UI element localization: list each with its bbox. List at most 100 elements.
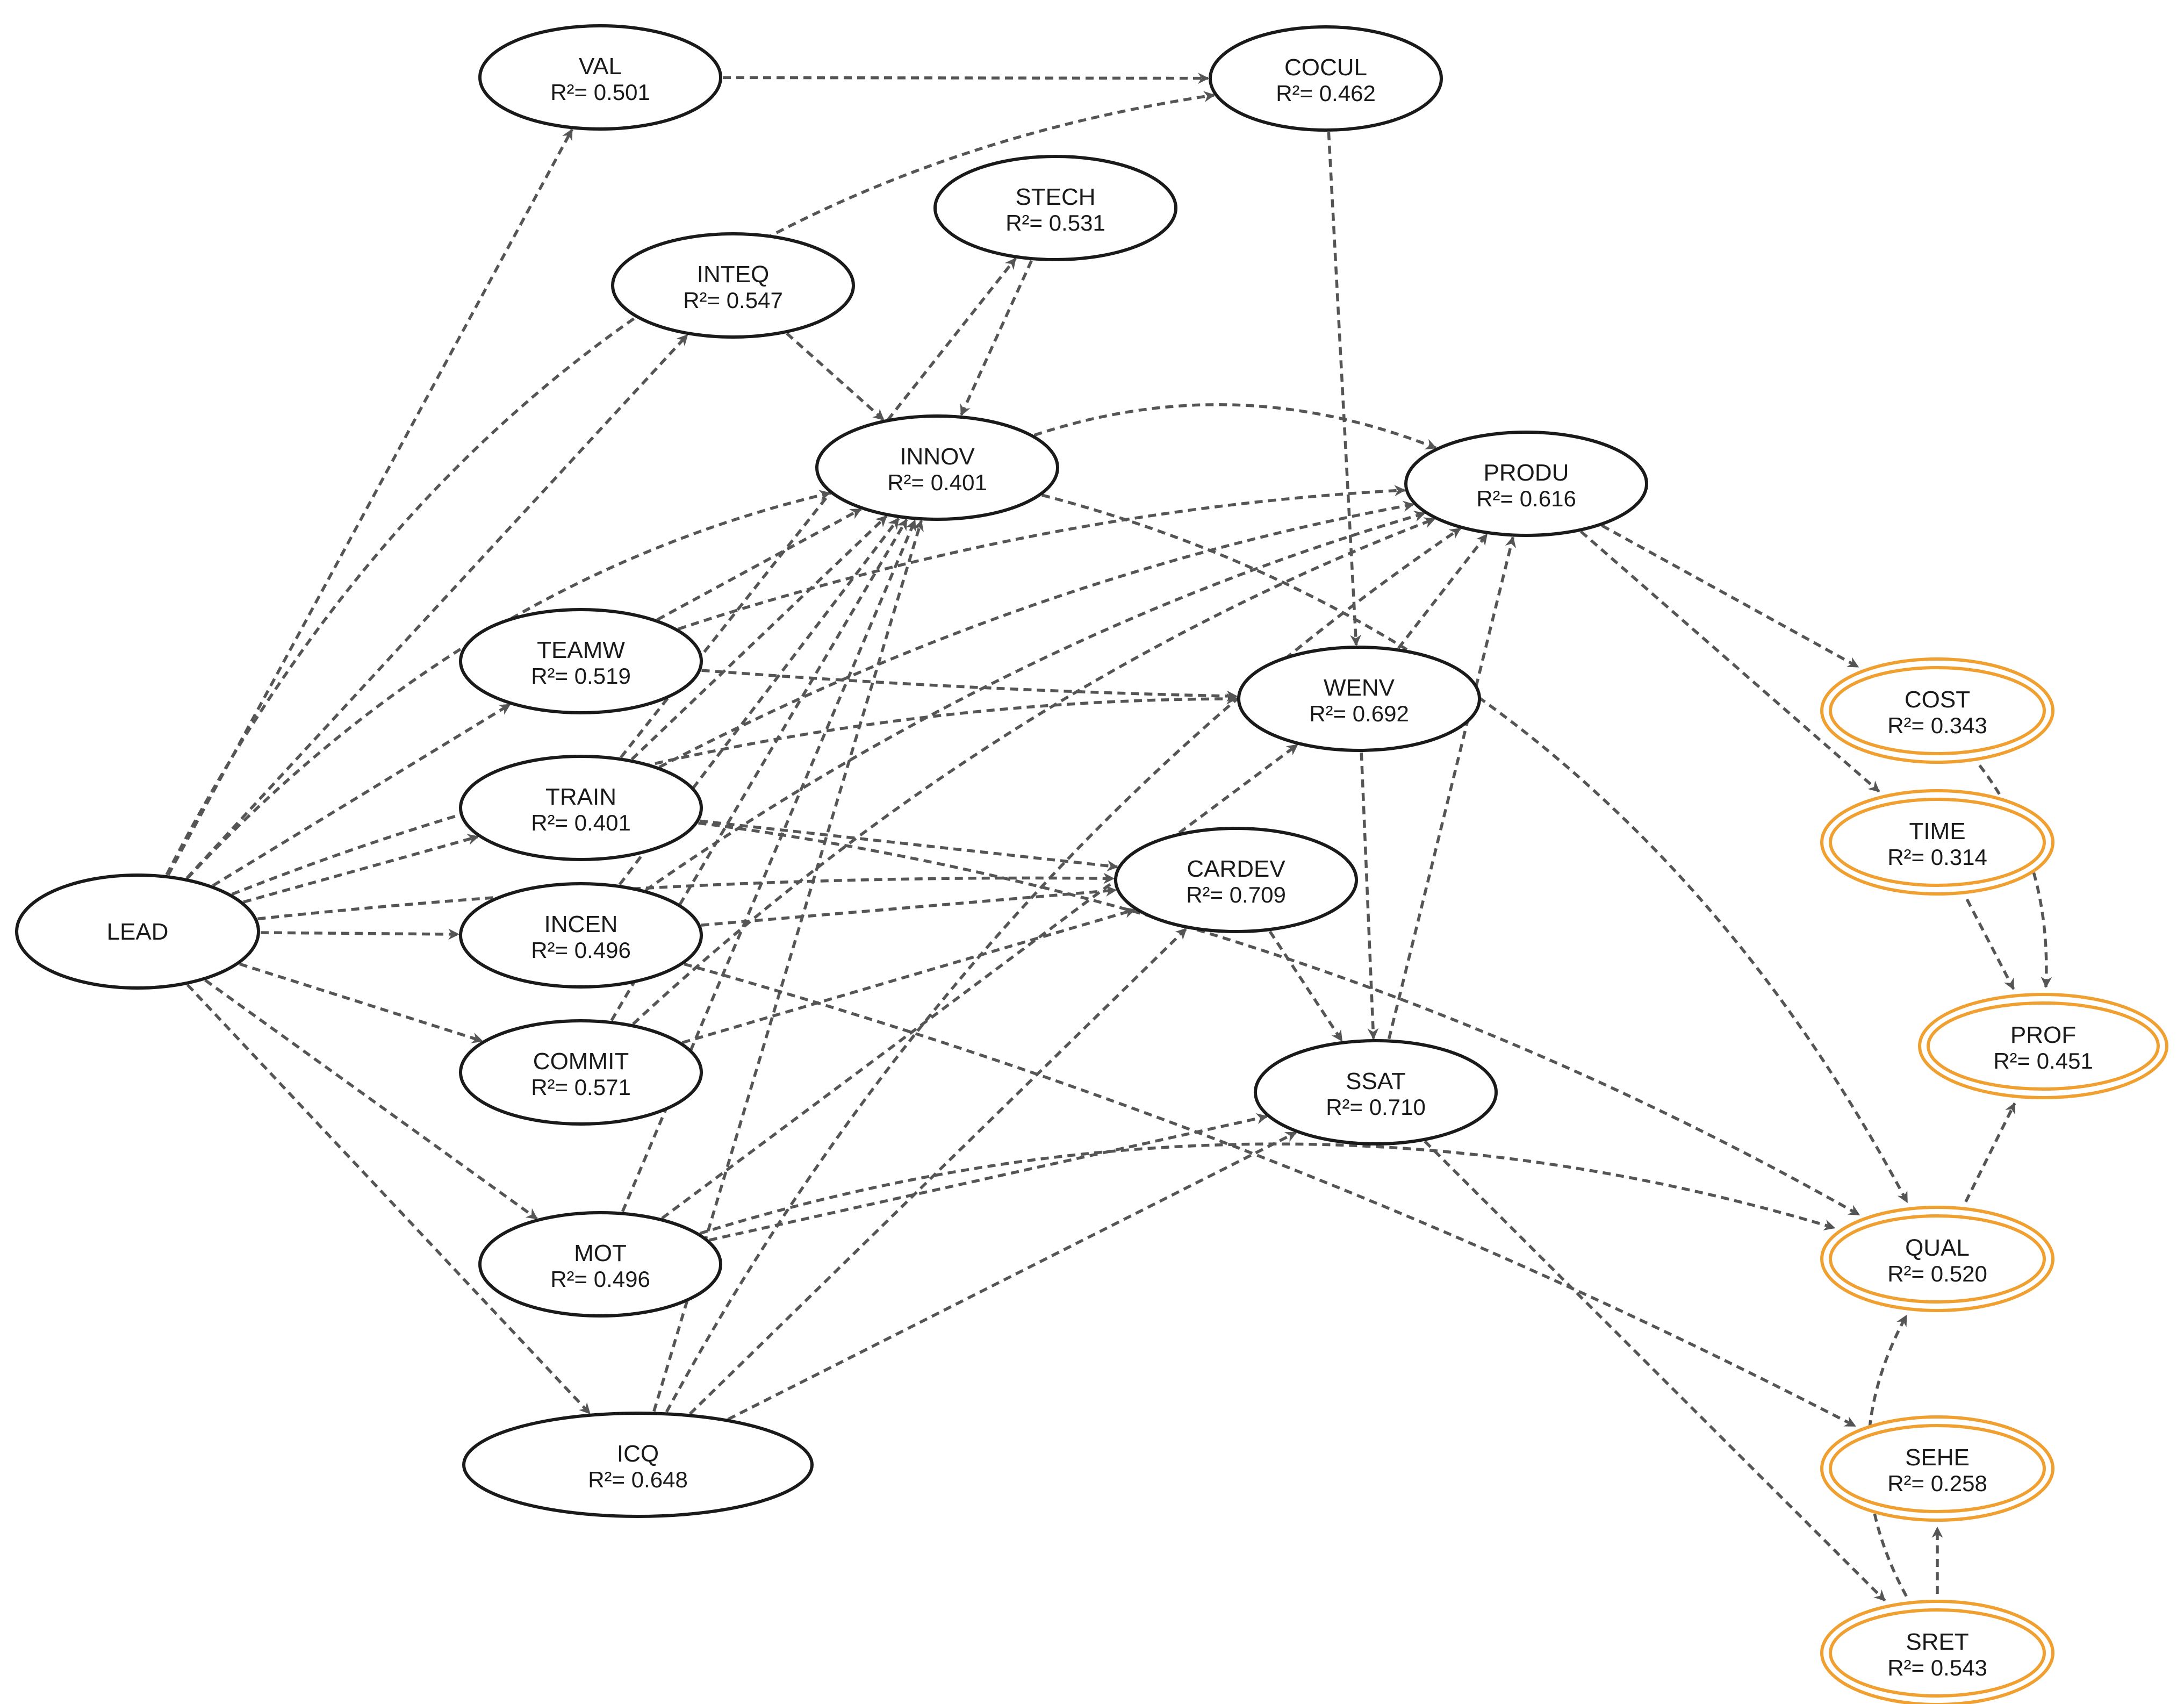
node-inner-ellipse: [1829, 798, 2046, 887]
edge-produ-to-cost: [1601, 524, 1859, 669]
edge-icq-to-cardev: [688, 927, 1188, 1415]
edge-teamw-to-innov: [656, 507, 862, 621]
node-lead: LEAD: [15, 874, 260, 990]
node-ellipse: [611, 232, 855, 339]
edge-icq-to-ssat: [727, 1131, 1297, 1421]
node-r-squared: R²= 0.501: [550, 80, 650, 105]
edge-incen-to-innov: [618, 517, 900, 886]
node-label: WENV: [1324, 675, 1395, 701]
node-r-squared: R²= 0.519: [531, 663, 631, 689]
node-ellipse: [1820, 1600, 2054, 1704]
edge-teamw-to-produ: [678, 485, 1406, 631]
node-ellipse: [1209, 25, 1443, 132]
node-inner-ellipse: [1829, 1424, 2046, 1513]
node-ellipse: [459, 1019, 703, 1126]
node-r-squared: R²= 0.401: [887, 470, 987, 495]
edge-lead-to-wenv: [231, 693, 1238, 896]
node-r-squared: R²= 0.616: [1476, 486, 1576, 511]
edge-commit-to-produ: [632, 517, 1436, 1026]
edge-lead-to-mot: [204, 979, 538, 1220]
node-label: SSAT: [1346, 1068, 1406, 1094]
edge-cost-to-prof: [1978, 764, 2052, 989]
node-r-squared: R²= 0.543: [1887, 1655, 1987, 1680]
edge-commit-to-cardev: [681, 907, 1136, 1044]
edge-lead-to-cocul: [165, 91, 1216, 876]
edge-innov-to-produ: [1033, 403, 1437, 450]
edge-sret-to-qual: [1866, 1314, 1908, 1597]
edge-incen-to-produ: [645, 511, 1426, 892]
edge-lead-to-teamw: [212, 703, 511, 887]
edge-cardev-to-ssat: [1268, 930, 1344, 1042]
node-label: TEAMW: [537, 637, 625, 663]
node-ellipse: [478, 1211, 722, 1318]
edge-time-to-prof: [1965, 898, 2015, 990]
node-r-squared: R²= 0.531: [1005, 210, 1105, 235]
edge-train-to-cardev: [699, 819, 1119, 872]
edge-val-to-cocul: [722, 73, 1210, 84]
node-label: TIME: [1909, 818, 1965, 844]
edge-produ-to-time: [1580, 530, 1880, 793]
edge-incen-to-cardev: [701, 885, 1117, 927]
edge-lead-to-cardev: [257, 872, 1115, 921]
node-r-squared: R²= 0.520: [1887, 1261, 1987, 1286]
node-ellipse: [1820, 789, 2054, 896]
node-r-squared: R²= 0.648: [588, 1467, 688, 1492]
node-label: ICQ: [617, 1441, 659, 1467]
node-ellipse: [478, 24, 722, 131]
edge-train-to-qual: [698, 821, 1860, 1216]
edge-lead-to-incen: [260, 928, 460, 940]
node-label: COCUL: [1284, 54, 1367, 81]
node-r-squared: R²= 0.496: [550, 1266, 650, 1292]
node-ellipse: [1918, 993, 2168, 1099]
node-label: SRET: [1906, 1629, 1969, 1655]
node-ellipse: [462, 1412, 814, 1518]
node-inner-ellipse: [1829, 1608, 2046, 1698]
node-label: SEHE: [1905, 1444, 1970, 1471]
node-label: LEAD: [107, 919, 169, 945]
node-ellipse: [1114, 827, 1358, 933]
node-label: PROF: [2010, 1022, 2076, 1048]
node-r-squared: R²= 0.710: [1326, 1094, 1426, 1120]
edge-ssat-to-sret: [1424, 1140, 1886, 1602]
node-r-squared: R²= 0.343: [1887, 713, 1987, 738]
node-ellipse: [1254, 1039, 1498, 1145]
node-ellipse: [1237, 646, 1481, 752]
node-r-squared: R²= 0.314: [1887, 844, 1987, 870]
node-ellipse: [815, 414, 1059, 521]
edge-ssat-to-produ: [1387, 536, 1517, 1040]
node-r-squared: R²= 0.451: [1993, 1048, 2093, 1073]
node-label: INCEN: [544, 911, 618, 937]
node-ellipse: [459, 608, 703, 714]
edge-mot-to-qual: [699, 1142, 1836, 1235]
node-label: VAL: [579, 53, 622, 80]
node-ellipse: [1404, 431, 1648, 537]
node-r-squared: R²= 0.571: [531, 1075, 631, 1100]
edge-lead-to-icq: [186, 984, 591, 1415]
node-ellipse: [933, 155, 1177, 261]
node-label: QUAL: [1905, 1235, 1970, 1261]
node-ellipse: [459, 755, 703, 861]
node-r-squared: R²= 0.709: [1186, 882, 1286, 907]
node-label: INNOV: [900, 443, 975, 470]
edge-lead-to-train: [243, 834, 479, 904]
node-ellipse: [459, 882, 703, 989]
edge-teamw-to-wenv: [701, 669, 1238, 702]
edge-cocul-to-wenv: [1327, 132, 1362, 647]
